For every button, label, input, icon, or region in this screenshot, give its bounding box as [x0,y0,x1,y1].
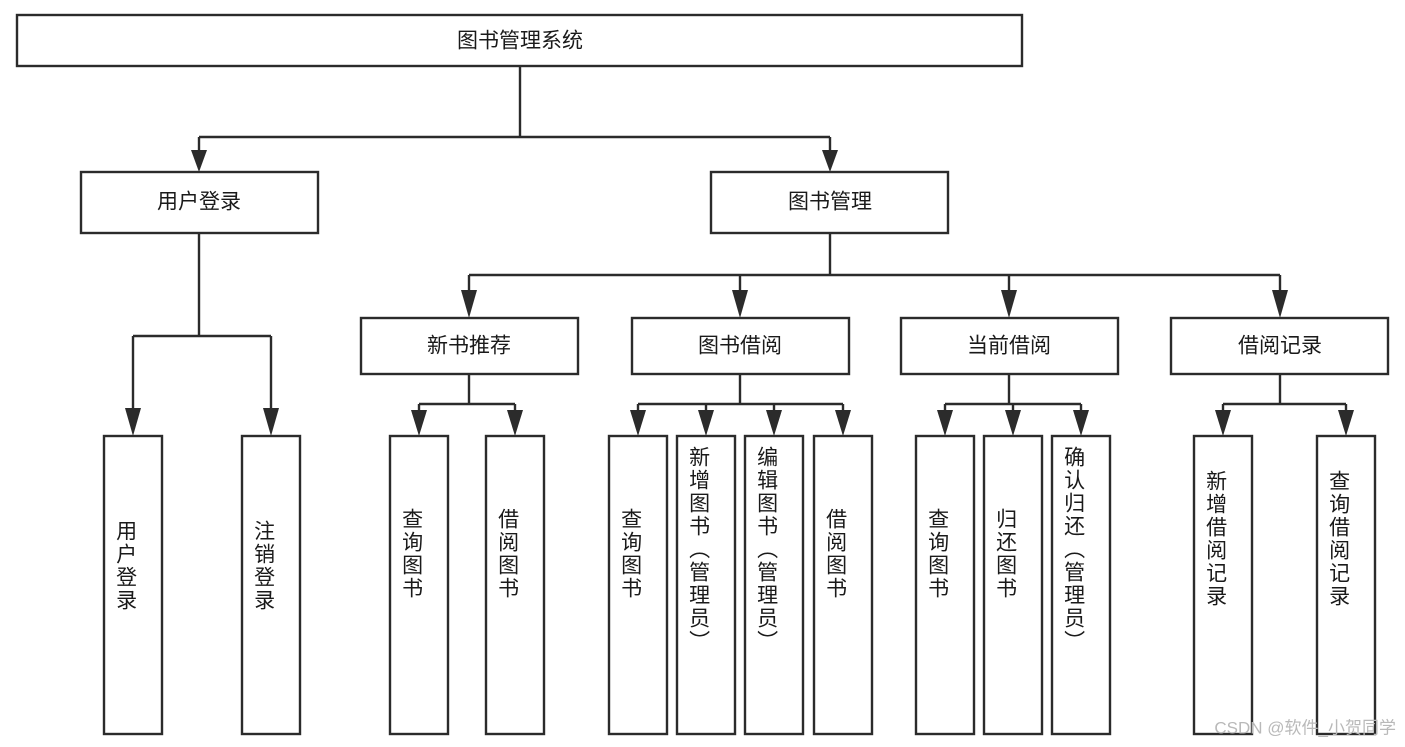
arrowhead-leaf-query-borrow-record [1338,410,1354,436]
node-leaf-query-book-3-label: 查询图书 [926,508,950,600]
arrowhead-leaf-borrow-book-2 [835,410,851,436]
node-leaf-borrow-book-1[interactable]: 借阅图书 [484,434,546,736]
node-leaf-query-book-2[interactable]: 查询图书 [607,434,669,736]
node-leaf-borrow-book-2[interactable]: 借阅图书 [812,434,874,736]
node-leaf-user-login-box[interactable] [102,434,164,736]
arrowhead-current-borrow [1001,290,1017,318]
node-user-login[interactable]: 用户登录 [79,170,320,235]
arrowhead-leaf-confirm-return [1073,410,1089,436]
node-book-management-box[interactable] [709,170,950,235]
node-leaf-query-borrow-record[interactable]: 查询借阅记录 [1315,434,1377,736]
node-book-borrow-label: 图书借阅 [698,335,782,358]
node-leaf-add-borrow-record-label: 新增借阅记录 [1204,470,1228,608]
arrowhead-new-book-recommend [461,290,477,318]
node-book-management-label: 图书管理 [788,191,872,214]
node-user-login-label: 用户登录 [157,191,241,214]
node-leaf-logout-login-box[interactable] [240,434,302,736]
node-leaf-query-book-3-box[interactable] [914,434,976,736]
node-leaf-add-book[interactable]: 新增图书（管理员） [675,434,737,736]
node-root-box[interactable] [15,13,1024,68]
node-current-borrow-label: 当前借阅 [967,335,1051,358]
node-leaf-query-borrow-record-label: 查询借阅记录 [1327,470,1351,608]
node-leaf-query-book-2-box[interactable] [607,434,669,736]
node-leaf-add-borrow-record-box[interactable] [1192,434,1254,736]
arrowhead-leaf-add-book [698,410,714,436]
node-book-management[interactable]: 图书管理 [709,170,950,235]
node-leaf-borrow-book-1-box[interactable] [484,434,546,736]
arrowhead-leaf-return-book [1005,410,1021,436]
node-new-book-recommend-label: 新书推荐 [427,335,511,358]
node-leaf-return-book-box[interactable] [982,434,1044,736]
node-leaf-borrow-book-2-label: 借阅图书 [824,508,848,600]
node-leaf-add-borrow-record[interactable]: 新增借阅记录 [1192,434,1254,736]
node-leaf-logout-login[interactable]: 注销登录 [240,434,302,736]
node-leaf-edit-book-label: 编辑图书（管理员） [755,446,779,653]
node-leaf-query-book-1-box[interactable] [388,434,450,736]
node-leaf-query-borrow-record-box[interactable] [1315,434,1377,736]
node-leaf-query-book-1[interactable]: 查询图书 [388,434,450,736]
connector-layer [125,66,1354,436]
node-borrow-record[interactable]: 借阅记录 [1169,316,1390,376]
node-leaf-edit-book-box[interactable] [743,434,805,736]
node-leaf-user-login[interactable]: 用户登录 [102,434,164,736]
node-leaf-confirm-return[interactable]: 确认归还（管理员） [1050,434,1112,736]
arrowhead-book-management [822,150,838,172]
node-current-borrow[interactable]: 当前借阅 [899,316,1120,376]
arrowhead-leaf-add-borrow-record [1215,410,1231,436]
node-user-login-box[interactable] [79,170,320,235]
node-leaf-query-book-1-label: 查询图书 [400,508,424,600]
node-leaf-edit-book[interactable]: 编辑图书（管理员） [743,434,805,736]
csdn-watermark: CSDN @软件_小贺同学 [1214,718,1396,737]
node-leaf-user-login-label: 用户登录 [114,520,138,612]
arrowhead-leaf-logout-login [263,408,279,436]
node-leaf-add-book-box[interactable] [675,434,737,736]
node-leaf-return-book-label: 归还图书 [994,508,1018,600]
arrowhead-leaf-query-book-2 [630,410,646,436]
node-leaf-borrow-book-1-label: 借阅图书 [496,508,520,600]
node-root[interactable]: 图书管理系统 [15,13,1024,68]
arrowhead-leaf-query-book-1 [411,410,427,436]
node-leaf-add-book-label: 新增图书（管理员） [687,446,711,653]
node-leaf-return-book[interactable]: 归还图书 [982,434,1044,736]
node-new-book-recommend-box[interactable] [359,316,580,376]
node-leaf-logout-login-label: 注销登录 [252,520,276,612]
node-borrow-record-label: 借阅记录 [1238,335,1322,358]
node-book-borrow[interactable]: 图书借阅 [630,316,851,376]
node-leaf-query-book-2-label: 查询图书 [619,508,643,600]
node-new-book-recommend[interactable]: 新书推荐 [359,316,580,376]
node-leaf-borrow-book-2-box[interactable] [812,434,874,736]
node-borrow-record-box[interactable] [1169,316,1390,376]
node-leaf-query-book-3[interactable]: 查询图书 [914,434,976,736]
node-leaf-confirm-return-label: 确认归还（管理员） [1062,446,1086,653]
arrowhead-book-borrow [732,290,748,318]
arrowhead-leaf-query-book-3 [937,410,953,436]
arrowhead-leaf-borrow-book-1 [507,410,523,436]
arrowhead-leaf-user-login [125,408,141,436]
node-book-borrow-box[interactable] [630,316,851,376]
node-leaf-confirm-return-box[interactable] [1050,434,1112,736]
arrowhead-borrow-record [1272,290,1288,318]
node-current-borrow-box[interactable] [899,316,1120,376]
node-root-label: 图书管理系统 [457,30,583,53]
arrowhead-leaf-edit-book [766,410,782,436]
arrowhead-user-login [191,150,207,172]
